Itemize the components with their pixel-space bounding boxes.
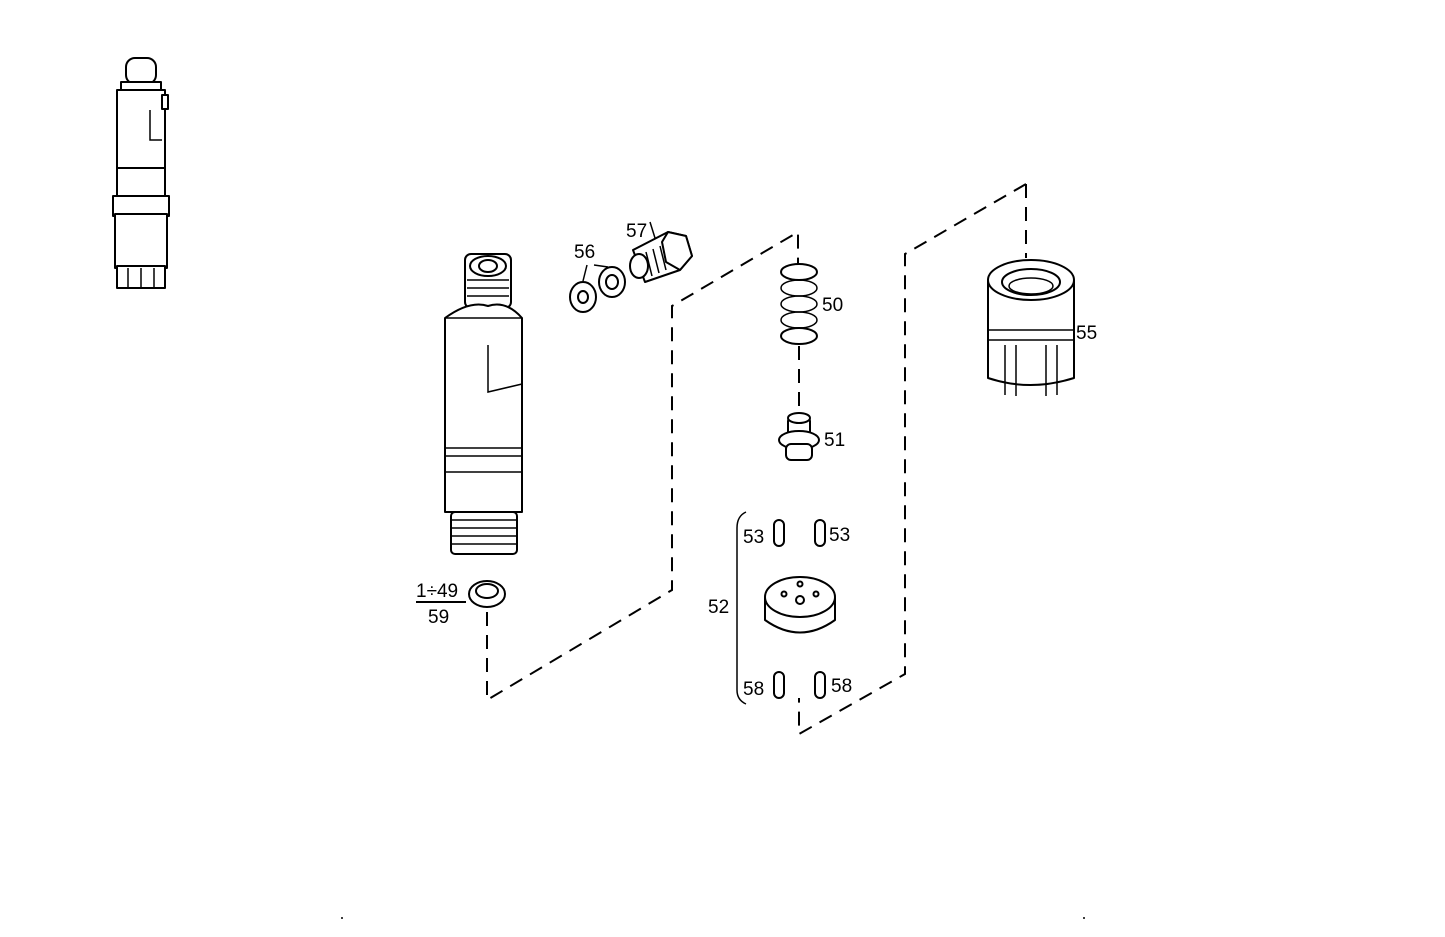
group-bracket-52 (736, 511, 747, 705)
reference-injector-thumbnail (112, 57, 170, 289)
callout-52: 52 (708, 597, 729, 618)
callout-53-left: 53 (743, 527, 764, 548)
callout-injector-59: 59 (428, 607, 449, 628)
banjo-bolt (629, 221, 693, 283)
callout-50: 50 (822, 295, 843, 316)
pins (773, 519, 826, 699)
pressure-pin (778, 412, 820, 461)
callout-injector-range: 1÷49 (416, 581, 458, 602)
callout-58-right: 58 (831, 676, 852, 697)
speck (1083, 917, 1085, 919)
callout-51: 51 (824, 430, 845, 451)
callout-58-left: 58 (743, 679, 764, 700)
assembly-lines (486, 183, 1027, 736)
spring (780, 263, 818, 345)
callout-57: 57 (626, 221, 647, 242)
speck (341, 917, 343, 919)
callout-53-right: 53 (829, 525, 850, 546)
callout-55: 55 (1076, 323, 1097, 344)
intermediate-disc (764, 576, 836, 634)
callout-56: 56 (574, 242, 595, 263)
sealing-ring (468, 580, 506, 608)
nozzle-nut (987, 259, 1075, 396)
washers (569, 264, 626, 313)
injector-body (444, 253, 523, 555)
